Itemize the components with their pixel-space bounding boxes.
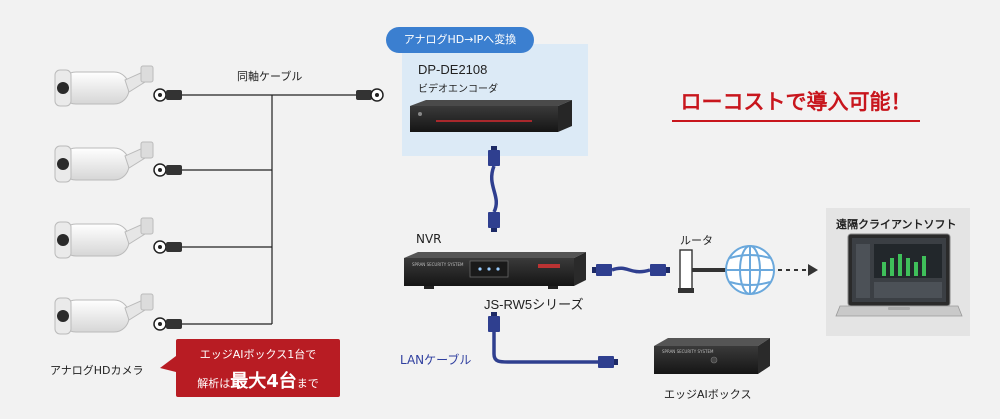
lan-cable-nvr-router [592, 264, 670, 276]
remote-arrow [778, 264, 818, 276]
nvr-series-label: JS-RW5シリーズ [484, 297, 584, 312]
callout-suffix: まで [296, 377, 319, 390]
bnc-connector-4 [153, 317, 182, 331]
camera-4 [54, 293, 154, 335]
bnc-connector-1 [153, 88, 182, 102]
camera-1 [54, 65, 154, 107]
router-label: ルータ [680, 234, 713, 247]
nvr-label: NVR [416, 232, 442, 246]
callout-prefix: 解析は [197, 377, 231, 390]
coax-wiring [182, 94, 358, 325]
coax-cable-label: 同軸ケーブル [237, 70, 303, 83]
lan-cable-encoder-nvr [488, 146, 500, 232]
encoder-model: DP-DE2108 [418, 62, 488, 77]
nvr-device [404, 252, 586, 289]
client-label: 遠隔クライアントソフト [836, 218, 957, 231]
laptop [835, 233, 963, 317]
camera-3 [54, 217, 154, 259]
edge-ai-panel-text: SPRAN SECURITY SYSTEM [662, 349, 714, 354]
edge-ai-label: エッジAIボックス [664, 388, 752, 401]
bnc-connector-3 [153, 240, 182, 254]
lan-cable-nvr-edge-ai [488, 312, 618, 368]
callout-line2: 解析は最大4台まで [176, 367, 340, 393]
nvr-panel-text: SPRAN SECURITY SYSTEM [412, 262, 464, 267]
bnc-connector-2 [153, 163, 182, 177]
encoder-tag: アナログHD→IPへ変換 [386, 27, 534, 53]
router-device [678, 249, 730, 293]
slogan: ローコストで導入可能！ [672, 84, 920, 122]
encoder-device [410, 100, 572, 132]
edge-ai-device [654, 338, 770, 374]
bnc-connector-encoder [356, 88, 384, 102]
lan-cable-label: LANケーブル [400, 353, 472, 367]
globe-icon [725, 245, 775, 295]
camera-label: アナログHDカメラ [50, 364, 144, 377]
callout-emphasis: 最大4台 [230, 371, 297, 392]
camera-2 [54, 141, 154, 183]
callout-box: エッジAIボックス1台で 解析は最大4台まで [176, 339, 340, 397]
callout-line1: エッジAIボックス1台で [199, 348, 317, 361]
encoder-name: ビデオエンコーダ [418, 84, 498, 95]
